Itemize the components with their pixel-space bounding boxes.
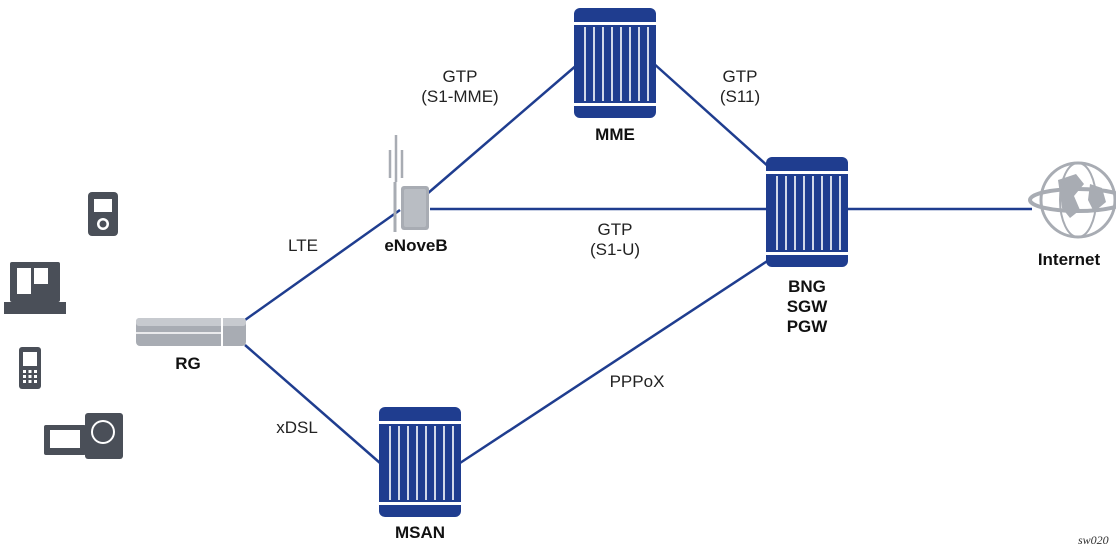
link-msan-bng	[459, 254, 776, 465]
bng-router-icon	[766, 157, 848, 267]
tv-set-top-icon	[44, 413, 123, 459]
link-label-line2: (S1-MME)	[421, 87, 499, 106]
node-label-internet: Internet	[1037, 250, 1101, 269]
figure-reference-id: sw020	[1078, 533, 1109, 547]
node-label-pgw: PGW	[786, 317, 828, 336]
link-label-mme-bng: GTP (S11)	[700, 67, 780, 107]
link-label-line1: GTP	[722, 67, 758, 86]
node-label-sgw: SGW	[786, 297, 828, 316]
link-label-line2: (S11)	[719, 87, 761, 106]
node-label-mme: MME	[595, 125, 635, 144]
link-mme-bng	[651, 61, 771, 169]
mp3-player-icon	[88, 192, 118, 236]
node-label-bng: BNG	[788, 277, 826, 296]
antenna-tower-icon	[388, 135, 429, 232]
node-label-msan: MSAN	[394, 523, 446, 542]
link-label-msan-bng: PPPoX	[609, 372, 665, 391]
msan-router-icon	[379, 407, 461, 517]
node-label-rg: RG	[175, 354, 201, 373]
link-label-enodeb-mme: GTP (S1-MME)	[405, 67, 515, 107]
link-label-rg-msan: xDSL	[276, 418, 318, 437]
node-label-enodeb: eNoveB	[384, 236, 448, 255]
link-rg-msan	[244, 344, 381, 464]
mobile-phone-icon	[19, 347, 41, 389]
link-label-line1: GTP	[597, 220, 633, 239]
link-rg-enodeb	[244, 208, 401, 322]
link-label-line2: (S1-U)	[589, 240, 641, 259]
node-label-bng-sgw-pgw: BNG SGW PGW	[767, 277, 847, 337]
globe-icon	[1028, 161, 1116, 239]
link-label-enodeb-bng: GTP (S1-U)	[565, 220, 665, 260]
residential-gateway-icon	[136, 318, 246, 346]
link-enodeb-mme	[419, 63, 579, 201]
link-label-rg-enodeb: LTE	[288, 236, 318, 255]
mme-router-icon	[574, 8, 656, 118]
desktop-computer-icon	[4, 262, 66, 314]
link-label-line1: GTP	[442, 67, 478, 86]
